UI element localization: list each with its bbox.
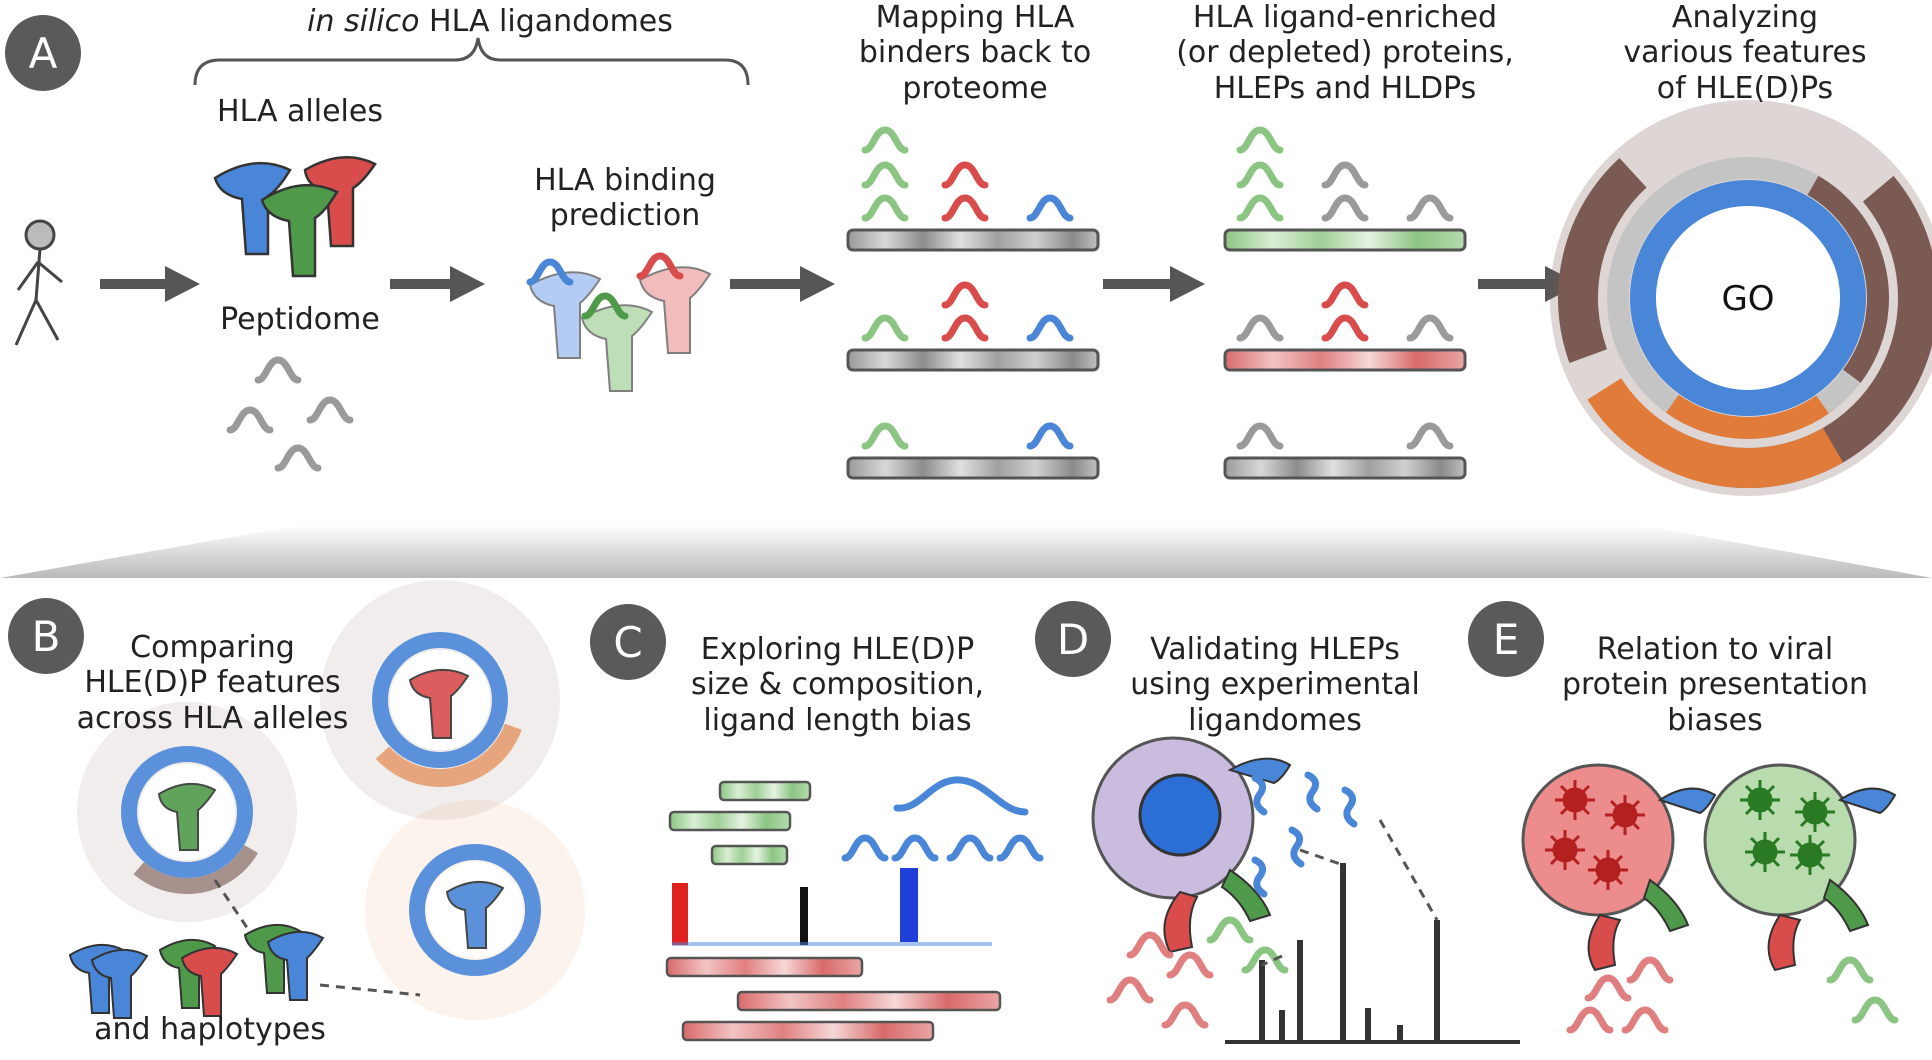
panel-a-badge: A bbox=[5, 15, 81, 91]
sunburst-haplotype bbox=[365, 800, 585, 1020]
sunburst-allele-red bbox=[320, 580, 560, 820]
peptide-3 bbox=[310, 400, 350, 420]
panel-d-badge: D bbox=[1035, 601, 1111, 677]
panel-e-line3: biases bbox=[1667, 702, 1763, 738]
sequence-logo bbox=[672, 868, 992, 946]
go-sunburst: GO bbox=[1550, 100, 1932, 496]
panel-b-line2: HLE(D)P features bbox=[84, 665, 341, 701]
hla-allele-green-icon bbox=[260, 183, 339, 278]
enriched-line3: HLEPs and HLDPs bbox=[1213, 70, 1477, 106]
panel-b-title: Comparing HLE(D)P features across HLA al… bbox=[40, 630, 385, 736]
mapping-line2: binders back to bbox=[858, 35, 1092, 71]
protein-bar-1 bbox=[846, 228, 1100, 252]
panel-e-line1: Relation to viral bbox=[1596, 632, 1834, 667]
enriched-line2: (or depleted) proteins, bbox=[1176, 35, 1514, 71]
haplotypes-label: and haplotypes bbox=[94, 1012, 326, 1047]
arrow-4 bbox=[1103, 266, 1205, 302]
protein-bar-2 bbox=[846, 348, 1100, 372]
eluted-peptides-red bbox=[1110, 935, 1210, 1025]
panel-b-sunbursts bbox=[68, 580, 585, 1020]
analyzing-line1: Analyzing bbox=[1671, 0, 1819, 35]
peptide-1 bbox=[258, 360, 298, 380]
spectrum-dashes bbox=[1261, 819, 1439, 967]
panel-e-badge: E bbox=[1468, 601, 1544, 677]
panel-d-line3: ligandomes bbox=[1188, 702, 1362, 738]
panel-c-line1: Exploring HLE(D)P bbox=[700, 632, 975, 667]
mapping-label: Mapping HLA binders back to proteome bbox=[815, 0, 1135, 106]
ligandome-title: in silico HLA ligandomes bbox=[230, 4, 750, 39]
sunburst-allele-green bbox=[77, 702, 297, 922]
peptidome-peptides bbox=[230, 360, 350, 468]
enriched-label: HLA ligand-enriched (or depleted) protei… bbox=[1160, 0, 1530, 106]
neutral-bar bbox=[1223, 456, 1467, 480]
analyzing-line2: various features bbox=[1623, 35, 1867, 71]
mass-spectrum bbox=[1225, 863, 1520, 1044]
mapping-proteome bbox=[846, 130, 1100, 480]
presented-peptides bbox=[1570, 960, 1895, 1030]
person-icon bbox=[14, 219, 63, 346]
hlep-bar bbox=[1223, 228, 1467, 252]
panel-d-title: Validating HLEPs using experimental liga… bbox=[1095, 632, 1455, 738]
analyzing-label: Analyzing various features of HLE(D)Ps bbox=[1580, 0, 1910, 106]
panel-c-line3: ligand length bias bbox=[703, 702, 972, 738]
panel-e-title: Relation to viral protein presentation b… bbox=[1530, 632, 1900, 738]
arrow-3 bbox=[730, 266, 835, 302]
peptide-2 bbox=[230, 410, 270, 430]
ligandome-title-italic: in silico bbox=[307, 4, 420, 39]
eluted-peptides-blue bbox=[1251, 771, 1358, 898]
hla-allele-icons bbox=[213, 156, 377, 278]
binding-prediction-line2: prediction bbox=[549, 198, 701, 234]
protein-bar-3 bbox=[846, 456, 1100, 480]
panel-c-title: Exploring HLE(D)P size & composition, li… bbox=[660, 632, 1015, 738]
panel-c-badge: C bbox=[590, 604, 666, 680]
panel-d-line2: using experimental bbox=[1130, 667, 1420, 703]
enriched-line1: HLA ligand-enriched bbox=[1192, 0, 1498, 35]
panel-c-line2: size & composition, bbox=[690, 667, 985, 703]
panel-c-graphics bbox=[665, 776, 1040, 1042]
panel-b-badge: B bbox=[8, 598, 84, 674]
hldp-bar bbox=[1223, 348, 1467, 372]
ligandome-title-rest: HLA ligandomes bbox=[419, 4, 673, 39]
panel-d-line1: Validating HLEPs bbox=[1150, 632, 1400, 667]
cell-nucleus bbox=[1138, 773, 1222, 857]
zoom-fan bbox=[0, 525, 1932, 578]
peptide-4 bbox=[278, 448, 318, 468]
panel-d-graphics bbox=[1091, 736, 1520, 1044]
hla-allele-blue-icon bbox=[213, 161, 292, 256]
arrow-5 bbox=[1478, 266, 1580, 302]
ligandome-bracket bbox=[193, 37, 750, 86]
mapping-line1: Mapping HLA bbox=[875, 0, 1075, 35]
sunburst-center-label: GO bbox=[1721, 279, 1774, 319]
enriched-depleted-proteins bbox=[1223, 130, 1467, 480]
arrow-2 bbox=[390, 266, 485, 302]
panel-e-line2: protein presentation bbox=[1561, 667, 1869, 703]
ligand-peptides bbox=[845, 776, 1040, 858]
binding-prediction-icons bbox=[528, 266, 712, 392]
analyzing-line3: of HLE(D)Ps bbox=[1656, 70, 1834, 106]
arrow-1 bbox=[100, 266, 200, 302]
binding-prediction-label: HLA binding prediction bbox=[490, 163, 760, 234]
eluted-peptides-green bbox=[1210, 920, 1285, 970]
panel-e-graphics bbox=[1521, 763, 1895, 1030]
panel-b-line1: Comparing bbox=[130, 630, 295, 665]
flow-arrows bbox=[100, 266, 1580, 302]
hla-alleles-label: HLA alleles bbox=[217, 94, 383, 129]
mapping-line3: proteome bbox=[902, 70, 1048, 106]
binding-prediction-line1: HLA binding bbox=[534, 163, 716, 198]
peptidome-label: Peptidome bbox=[220, 302, 380, 337]
haplotype-allele-icons bbox=[68, 924, 325, 1019]
panel-b-line3: across HLA alleles bbox=[76, 700, 349, 736]
